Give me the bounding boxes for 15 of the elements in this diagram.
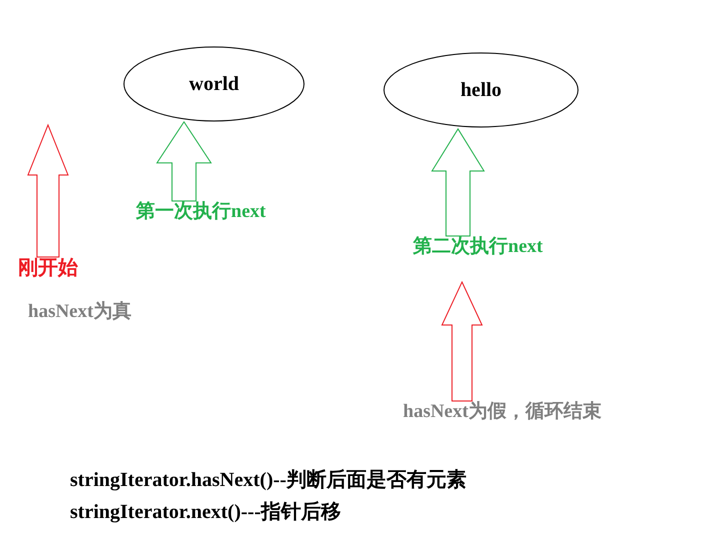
code-note: stringIterator.next()---指针后移 (70, 500, 342, 524)
block-arrow (431, 128, 485, 236)
code-note: stringIterator.hasNext()--判断后面是否有元素 (70, 468, 466, 492)
block-arrow (156, 120, 212, 202)
caption-text: 第二次执行next (413, 235, 543, 259)
node-label: hello (460, 78, 502, 103)
caption-text: hasNext为假，循环结束 (403, 400, 602, 424)
block-arrow (27, 124, 69, 258)
caption-text: 刚开始 (18, 256, 78, 280)
node-label: world (189, 72, 239, 97)
caption-text: hasNext为真 (28, 300, 132, 324)
caption-text: 第一次执行next (136, 200, 266, 224)
ellipse-node (123, 46, 305, 122)
block-arrow (441, 280, 483, 402)
ellipse-node (383, 52, 579, 128)
